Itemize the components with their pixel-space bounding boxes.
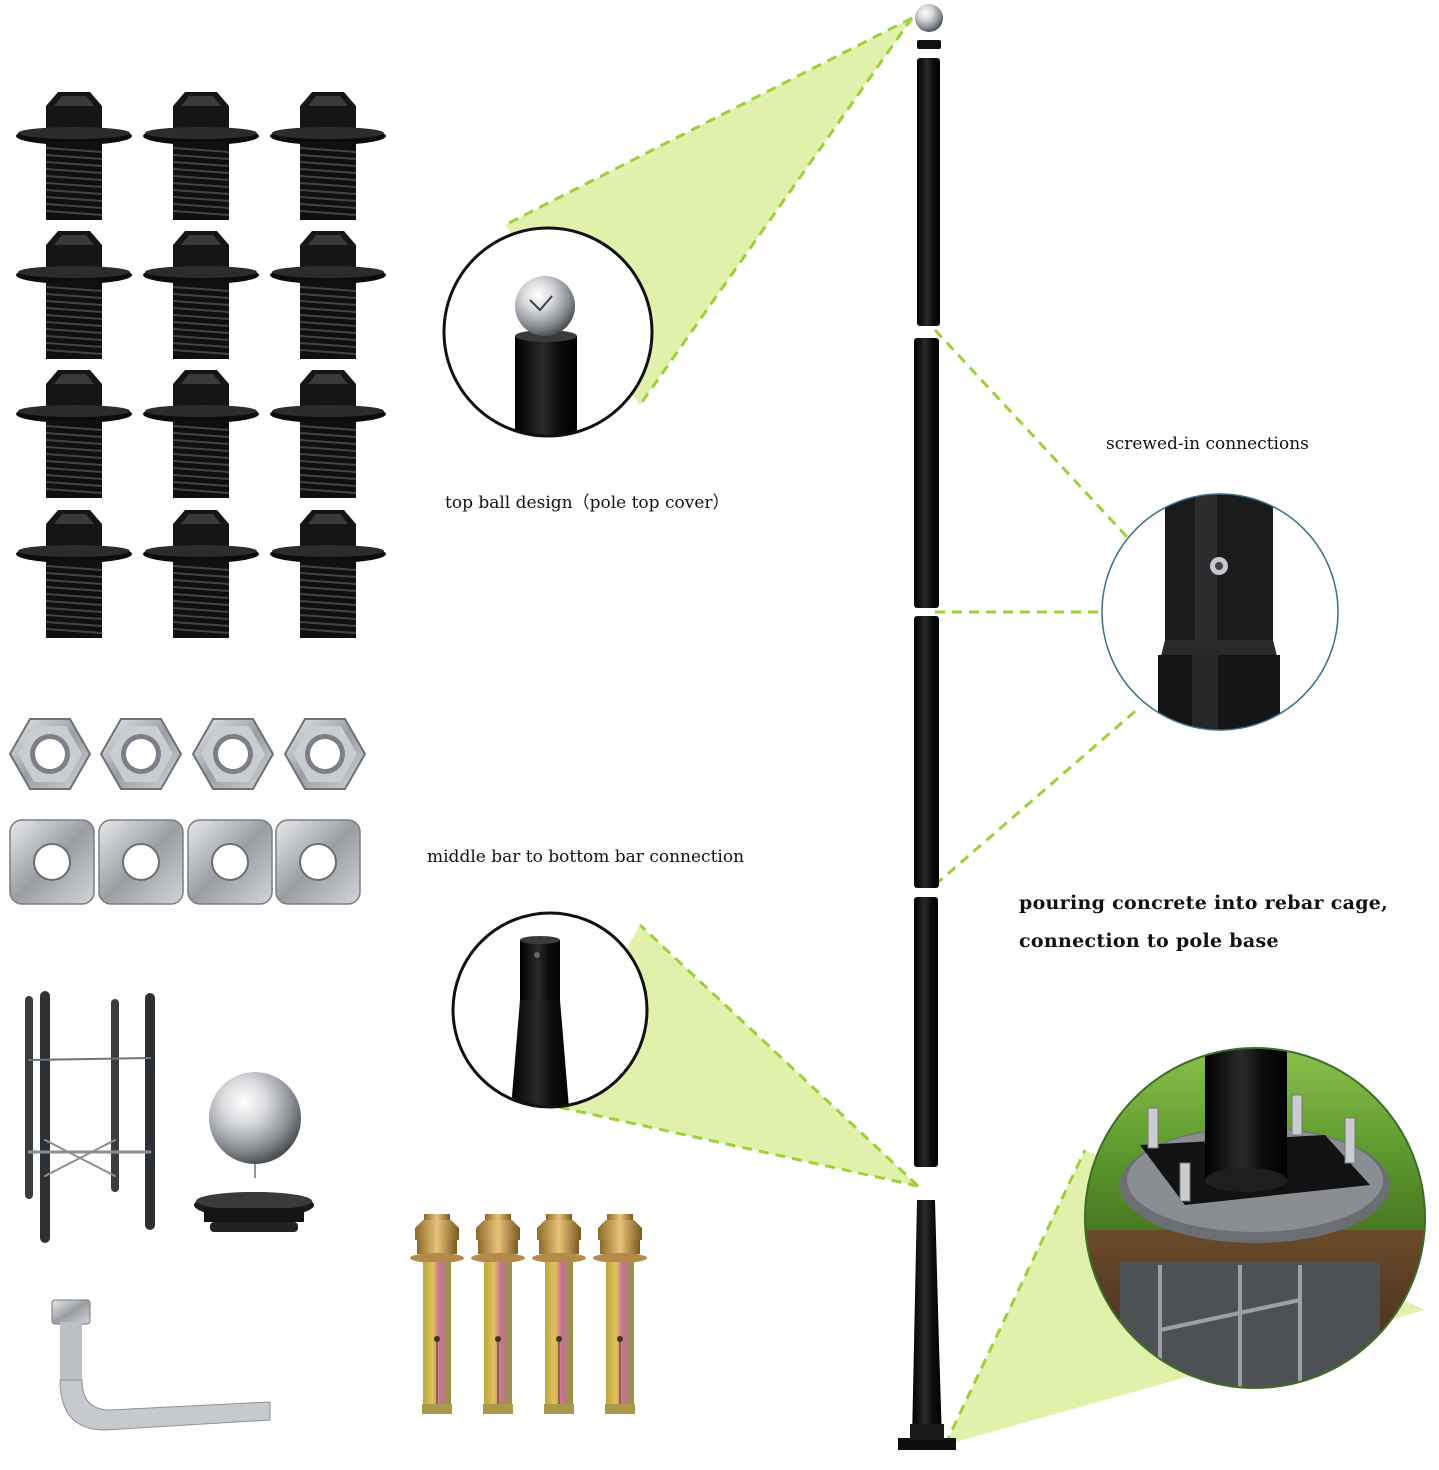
pole-top-cap bbox=[917, 40, 941, 49]
pole-section-1 bbox=[917, 58, 940, 326]
pole-base-plate bbox=[898, 1438, 956, 1450]
detail-concrete-base bbox=[1084, 1047, 1426, 1389]
hex-nuts-group bbox=[9, 718, 366, 790]
l-shaped-socket-wrench bbox=[51, 1299, 271, 1431]
caption-screwed-in: screwed-in connections bbox=[1106, 434, 1309, 454]
caption-middle-bottom: middle bar to bottom bar connection bbox=[427, 847, 745, 867]
rebar-cage bbox=[25, 991, 155, 1243]
hex-bolts-group bbox=[15, 91, 387, 639]
pole-section-2 bbox=[914, 338, 939, 608]
pole-top-ball bbox=[915, 4, 943, 32]
flagpole bbox=[898, 4, 956, 1450]
detail-middle-bottom-connection bbox=[451, 911, 649, 1109]
caption-concrete-line-2: connection to pole base bbox=[1019, 930, 1279, 952]
pole-section-3 bbox=[914, 616, 939, 888]
dashed-connectors bbox=[504, 16, 1141, 1446]
ball-finial-and-cap bbox=[194, 1072, 314, 1232]
expansion-anchor-bolts bbox=[409, 1213, 648, 1415]
detail-screwed-connection bbox=[1101, 493, 1339, 731]
detail-top-ball bbox=[442, 226, 654, 438]
pole-section-4 bbox=[914, 897, 938, 1167]
pole-bottom-section bbox=[912, 1200, 942, 1440]
caption-concrete-line-1: pouring concrete into rebar cage, bbox=[1019, 892, 1389, 914]
square-washers-group bbox=[9, 819, 361, 905]
caption-top-ball: top ball design（pole top cover） bbox=[445, 493, 730, 513]
caption-concrete: pouring concrete into rebar cage, connec… bbox=[1019, 884, 1388, 960]
